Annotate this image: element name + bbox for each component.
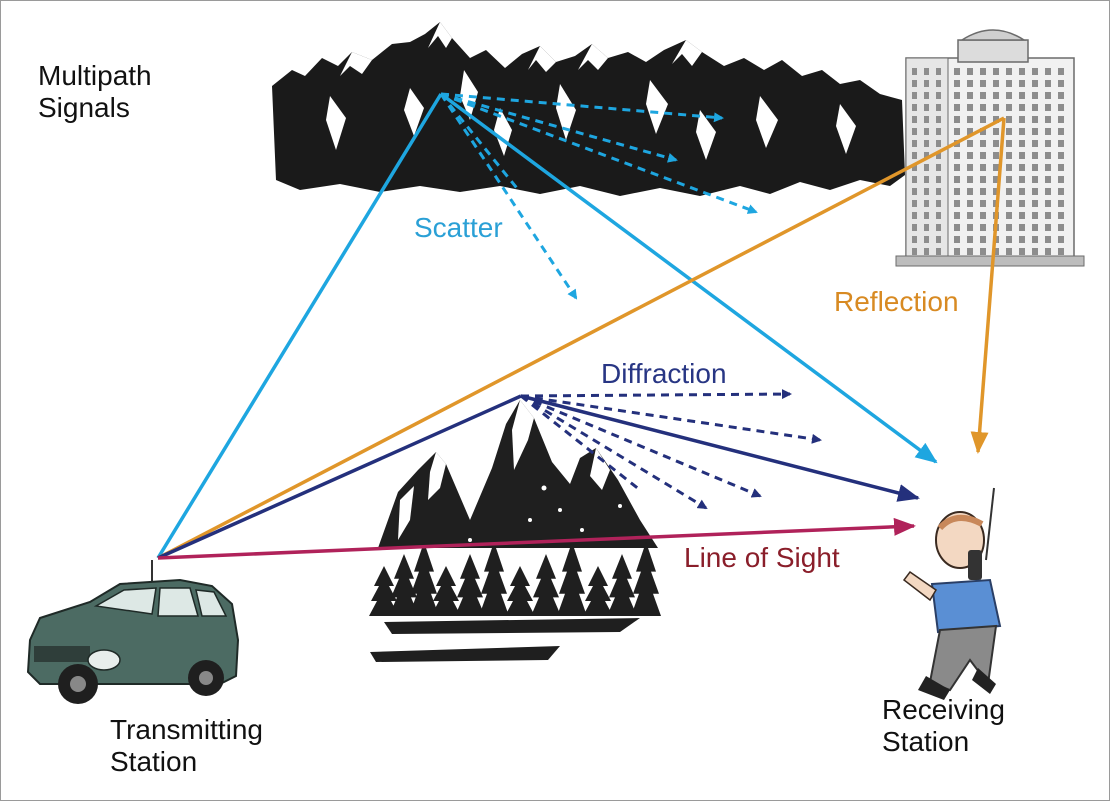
scatter-label: Scatter — [414, 212, 503, 243]
mountain-peak-icon — [369, 400, 661, 662]
line-of-sight-label: Line of Sight — [684, 542, 840, 573]
scatter-dashed-arrow — [439, 93, 522, 193]
scatter-dashed-arrow — [440, 92, 678, 163]
diffraction-label: Diffraction — [601, 358, 727, 389]
suv-vehicle-icon — [26, 560, 240, 704]
scatter-paths — [156, 92, 938, 559]
scatter-dashed-arrow — [439, 93, 578, 300]
diffraction-dashed-arrow — [520, 394, 762, 498]
diffraction-to-receiver-arrow — [520, 394, 920, 502]
person-with-radio-icon — [902, 487, 1002, 700]
reflection-to-receiver-arrow — [970, 117, 1006, 454]
scatter-incoming-line — [156, 93, 443, 559]
reflection-incoming-line — [157, 116, 1005, 560]
building-icon — [895, 29, 1085, 267]
reflection-paths — [157, 116, 1006, 560]
line-of-sight-arrow — [157, 517, 916, 560]
receiving-station-label: Receiving Station — [882, 694, 1005, 757]
reflection-label: Reflection — [834, 286, 959, 317]
scatter-to-receiver-arrow — [439, 92, 938, 464]
scatter-dashed-arrow — [440, 92, 724, 123]
diffraction-paths — [157, 389, 920, 560]
multipath-signals-label: Multipath Signals — [38, 60, 152, 123]
diffraction-dashed-arrow — [520, 394, 641, 492]
diffraction-dashed-arrow — [520, 389, 792, 400]
mountain-range-icon — [272, 22, 905, 196]
diffraction-incoming-line — [157, 394, 522, 560]
transmitting-station-label: Transmitting Station — [110, 714, 264, 777]
scatter-dashed-arrow — [440, 92, 758, 214]
